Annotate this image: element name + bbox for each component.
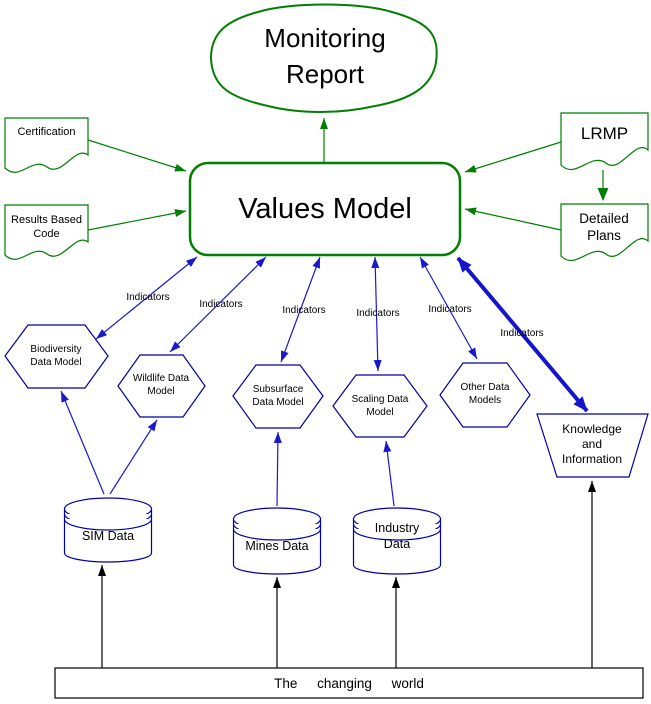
arrow-detailedplans-to-values	[464, 207, 562, 231]
scaling-label: Scaling Data Model	[351, 394, 409, 418]
indicators-label-5: Indicators	[428, 304, 472, 315]
arrow-lrmp-to-values	[464, 141, 562, 173]
wildlife-label: Wildlife Data Model	[132, 373, 190, 397]
lrmp-label: LRMP	[580, 124, 629, 143]
indicator-arrow-knowledge	[456, 256, 589, 413]
indicators-label-2: Indicators	[199, 299, 243, 310]
knowledge-trapezoid	[536, 413, 649, 478]
mines-data-label: Mines Data	[245, 539, 309, 553]
other-data-hexagon	[439, 362, 531, 428]
arrow-resultscode-to-values	[87, 209, 187, 231]
arrow-certification-to-values	[87, 139, 187, 172]
sim-data-cylinder	[63, 497, 153, 563]
indicator-arrow-subsurface	[280, 256, 321, 363]
indicators-label-6: Indicators	[500, 328, 544, 339]
lrmp-doc-shape	[560, 112, 649, 171]
monitoring-report-label: Monitoring Report	[264, 23, 386, 89]
monitoring-report-shape	[209, 3, 438, 113]
scaling-hexagon	[332, 374, 428, 438]
results-based-code-doc-shape	[4, 204, 89, 260]
results-based-code-label: Results Based Code	[11, 214, 82, 240]
biodiversity-label: Biodiversity Data Model	[30, 344, 82, 368]
detailed-plans-doc-shape	[560, 203, 649, 262]
detailed-plans-label: Detailed Plans	[579, 211, 629, 243]
indicators-label-1: Indicators	[126, 292, 170, 303]
certification-label: Certification	[17, 126, 76, 138]
knowledge-information-label: Knowledge and Information	[561, 422, 623, 466]
arrow-sim-to-biodiversity	[60, 390, 105, 495]
indicators-label-3: Indicators	[282, 305, 326, 316]
wildlife-hexagon	[117, 354, 206, 418]
arrow-sim-to-wildlife	[109, 419, 158, 495]
subsurface-label: Subsurface Data Model	[252, 384, 304, 408]
biodiversity-hexagon	[4, 324, 109, 389]
values-model-box	[188, 161, 462, 257]
certification-doc-shape	[4, 117, 89, 173]
indicator-arrow-wildlife	[169, 256, 267, 353]
industry-data-cylinder	[352, 507, 442, 575]
changing-world-box	[54, 667, 644, 699]
changing-world-label: The changing world	[274, 675, 424, 691]
indicators-label-4: Indicators	[356, 308, 400, 319]
other-data-models-label: Other Data Models	[460, 382, 510, 406]
mines-data-cylinder	[232, 507, 322, 575]
sim-data-label: SIM Data	[81, 529, 135, 543]
industry-data-label: Industry Data	[374, 521, 420, 551]
arrow-industry-to-scaling	[383, 440, 395, 507]
arrow-mines-to-subsurface	[273, 431, 282, 507]
subsurface-hexagon	[232, 364, 324, 429]
indicator-arrow-scaling	[371, 256, 382, 372]
values-model-label: Values Model	[238, 192, 412, 225]
